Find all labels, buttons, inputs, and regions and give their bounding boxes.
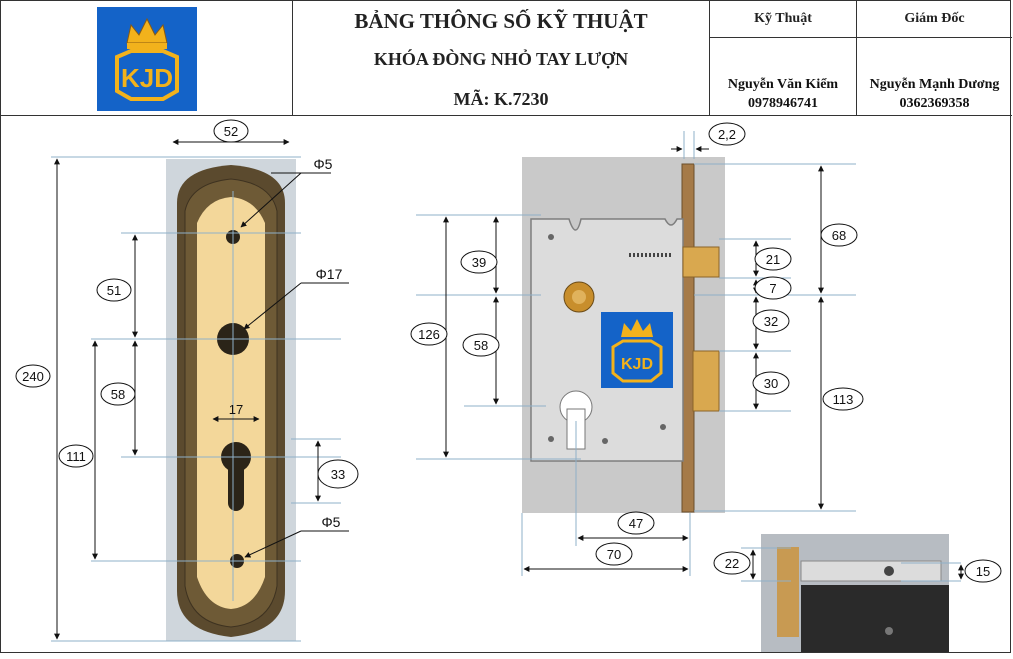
dim-111: 111 — [66, 449, 86, 464]
header-table: KJD BẢNG THÔNG SỐ KỸ THUẬT KHÓA ĐÒNG NHỎ… — [1, 1, 1012, 116]
plate-dimension-bubbles — [15, 119, 359, 489]
signer-phone: 0362369358 — [899, 96, 970, 111]
dim-plate-width: 52 — [224, 124, 238, 139]
dim-21: 21 — [766, 252, 780, 267]
dim-126: 126 — [418, 327, 440, 342]
product-name: KHÓA ĐÒNG NHỎ TAY LƯỢN — [373, 49, 629, 69]
dim-7: 7 — [769, 281, 776, 296]
detail-dimension-labels: 22 15 — [725, 556, 990, 579]
plate-dimension-labels: 52 240 51 58 111 33 17 Φ5 Φ17 Φ5 — [22, 124, 345, 530]
dim-hole-bottom: Φ5 — [322, 514, 341, 530]
latch-detail-photo — [761, 534, 949, 652]
detail-dimension-arrows — [750, 549, 964, 580]
dim-plate-length: 240 — [22, 369, 44, 384]
lock-body: KJD — [522, 157, 725, 513]
signer-name: Nguyễn Văn Kiểm — [727, 77, 839, 92]
dim-lock-58: 58 — [474, 338, 488, 353]
divider — [710, 37, 856, 38]
dim-113: 113 — [833, 392, 854, 407]
brand-logo: KJD — [97, 7, 197, 111]
sheet-title: BẢNG THÔNG SỐ KỸ THUẬT — [354, 9, 648, 33]
signature-technician: Kỹ Thuật Nguyễn Văn Kiểm 0978946741 — [710, 1, 857, 115]
dim-30: 30 — [764, 376, 778, 391]
lock-dimension-labels: 2,2 39 126 58 68 21 7 32 30 113 47 70 — [418, 127, 853, 562]
plate-extension-lines — [51, 156, 341, 642]
dim-51: 51 — [107, 283, 121, 298]
title-cell: BẢNG THÔNG SỐ KỸ THUẬT KHÓA ĐÒNG NHỎ TAY… — [293, 1, 710, 115]
lock-dimension-bubbles — [410, 122, 864, 566]
dim-hole-mid: Φ17 — [316, 266, 343, 282]
body-logo-text: KJD — [621, 356, 653, 373]
dim-39: 39 — [472, 255, 486, 270]
detail-dimension-bubbles — [713, 551, 1002, 583]
dim-68: 68 — [832, 228, 846, 243]
dim-15: 15 — [976, 564, 990, 579]
signer-phone: 0978946741 — [748, 96, 818, 111]
role-label: Kỹ Thuật — [754, 11, 812, 26]
dim-cylinder-width: 17 — [229, 402, 243, 417]
dim-70: 70 — [607, 547, 621, 562]
technical-drawing: 52 240 51 58 111 33 17 Φ5 Φ17 Φ5 — [1, 115, 1012, 654]
handle-plate — [166, 159, 296, 641]
role-label: Giám Đốc — [904, 11, 965, 26]
dim-58: 58 — [111, 387, 125, 402]
dim-faceplate-thickness: 2,2 — [718, 127, 736, 142]
signer-name: Nguyễn Mạnh Dương — [869, 77, 1000, 92]
dim-33: 33 — [331, 467, 345, 482]
signature-director: Giám Đốc Nguyễn Mạnh Dương 0362369358 — [857, 1, 1012, 115]
svg-text:KJD: KJD — [121, 63, 173, 93]
product-code: MÃ: K.7230 — [453, 89, 549, 109]
divider — [857, 37, 1012, 38]
detail-extension-lines — [741, 547, 961, 582]
logo-cell: KJD — [1, 1, 293, 115]
dim-hole-top: Φ5 — [314, 156, 333, 172]
dim-47: 47 — [629, 516, 643, 531]
dim-22: 22 — [725, 556, 739, 571]
dim-32: 32 — [764, 314, 778, 329]
